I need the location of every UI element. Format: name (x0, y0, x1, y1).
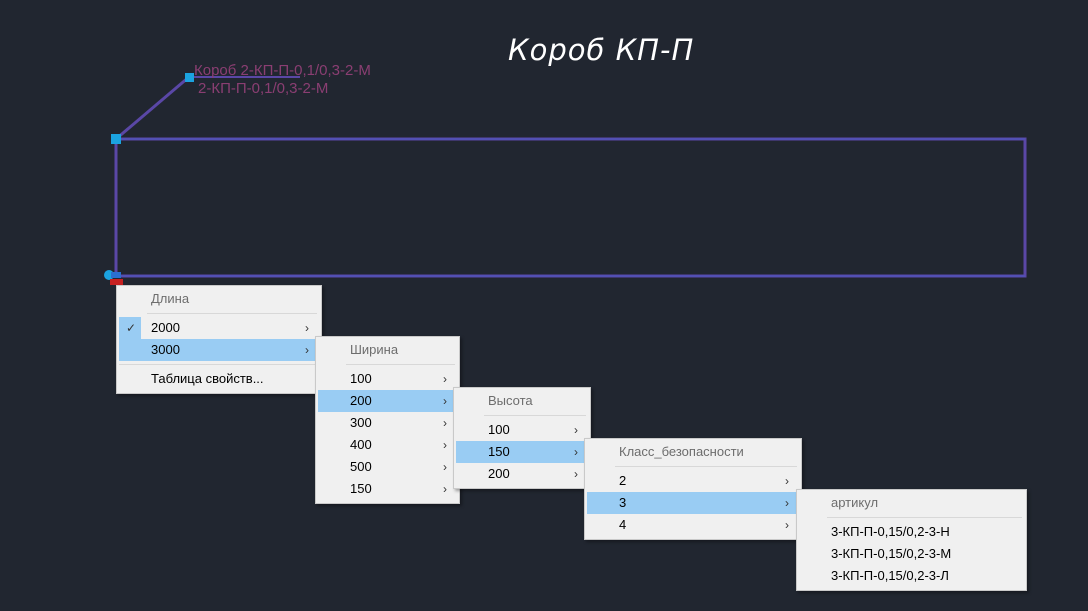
menu-item-label: 100 (350, 371, 372, 386)
chevron-right-icon: › (443, 460, 447, 474)
menu-item-label: 100 (488, 422, 510, 437)
menu-item-label: 150 (350, 481, 372, 496)
duct-outline[interactable] (114, 137, 1027, 278)
height-menu: Высота 100 › 150 › 200 › (453, 387, 591, 489)
safety-class-menu-header: Класс_безопасности (619, 444, 744, 459)
menu-item-label: Таблица свойств... (151, 371, 264, 386)
chevron-right-icon: › (443, 482, 447, 496)
menu-item-width-300[interactable]: 300 › (318, 412, 457, 434)
menu-item-length-2000[interactable]: ✓ 2000 › (119, 317, 319, 339)
menu-item-height-200[interactable]: 200 › (456, 463, 588, 485)
menu-item-class-2[interactable]: 2 › (587, 470, 799, 492)
menu-item-width-500[interactable]: 500 › (318, 456, 457, 478)
menu-item-properties-table[interactable]: Таблица свойств... (119, 368, 319, 390)
menu-item-label: 500 (350, 459, 372, 474)
article-menu: артикул 3-КП-П-0,15/0,2-3-Н 3-КП-П-0,15/… (796, 489, 1027, 591)
menu-separator (147, 313, 317, 314)
menu-item-class-3[interactable]: 3 › (587, 492, 799, 514)
chevron-right-icon: › (785, 496, 789, 510)
article-menu-header: артикул (831, 495, 879, 510)
grip-top-left[interactable] (111, 134, 121, 144)
menu-item-label: 4 (619, 517, 627, 532)
menu-item-height-150[interactable]: 150 › (456, 441, 588, 463)
chevron-right-icon: › (574, 467, 578, 481)
duct-label-line1: Короб 2-КП-П-0,1/0,3-2-М (194, 62, 371, 79)
grip-insertion[interactable] (111, 272, 121, 278)
chevron-right-icon: › (574, 445, 578, 459)
menu-item-label: 2 (619, 473, 627, 488)
menu-item-article-n[interactable]: 3-КП-П-0,15/0,2-3-Н (799, 521, 1024, 543)
menu-separator (484, 415, 586, 416)
safety-class-menu: Класс_безопасности 2 › 3 › 4 › (584, 438, 802, 540)
menu-item-label: 200 (488, 466, 510, 481)
lookup-arrow-icon[interactable] (110, 279, 123, 285)
menu-item-label: 3-КП-П-0,15/0,2-3-Н (831, 524, 950, 539)
menu-item-label: 2000 (151, 320, 180, 335)
menu-item-label: 3-КП-П-0,15/0,2-3-М (831, 546, 952, 561)
length-menu-header: Длина (151, 291, 190, 306)
menu-item-label: 200 (350, 393, 372, 408)
chevron-right-icon: › (785, 518, 789, 532)
chevron-right-icon: › (443, 416, 447, 430)
menu-item-label: 3-КП-П-0,15/0,2-3-Л (831, 568, 949, 583)
menu-item-article-m[interactable]: 3-КП-П-0,15/0,2-3-М (799, 543, 1024, 565)
menu-item-label: 150 (488, 444, 510, 459)
menu-item-class-4[interactable]: 4 › (587, 514, 799, 536)
menu-item-label: 300 (350, 415, 372, 430)
menu-item-width-150[interactable]: 150 › (318, 478, 457, 500)
chevron-right-icon: › (443, 394, 447, 408)
leader-line (115, 75, 190, 141)
menu-item-height-100[interactable]: 100 › (456, 419, 588, 441)
grip-leader[interactable] (185, 73, 194, 82)
check-background (119, 317, 141, 339)
menu-separator (615, 466, 797, 467)
chevron-right-icon: › (443, 372, 447, 386)
menu-item-width-400[interactable]: 400 › (318, 434, 457, 456)
menu-item-length-3000[interactable]: 3000 › (119, 339, 319, 361)
menu-item-label: 3000 (151, 342, 180, 357)
height-menu-header: Высота (488, 393, 533, 408)
width-menu-header: Ширина (350, 342, 399, 357)
menu-item-width-200[interactable]: 200 › (318, 390, 457, 412)
menu-item-label: 3 (619, 495, 627, 510)
menu-item-label: 400 (350, 437, 372, 452)
chevron-right-icon: › (574, 423, 578, 437)
duct-label-line2: 2-КП-П-0,1/0,3-2-М (198, 80, 329, 97)
drawing-title: Короб КП-П (508, 33, 695, 67)
length-menu: Длина ✓ 2000 › 3000 › Таблица свойств... (116, 285, 322, 394)
chevron-right-icon: › (305, 343, 309, 357)
menu-separator (346, 364, 455, 365)
menu-separator (827, 517, 1022, 518)
chevron-right-icon: › (305, 321, 309, 335)
menu-item-article-l[interactable]: 3-КП-П-0,15/0,2-3-Л (799, 565, 1024, 587)
chevron-right-icon: › (785, 474, 789, 488)
width-menu: Ширина 100 › 200 › 300 › 400 › 500 › 150… (315, 336, 460, 504)
menu-separator (119, 364, 319, 365)
check-icon: ✓ (126, 321, 137, 335)
chevron-right-icon: › (443, 438, 447, 452)
menu-item-width-100[interactable]: 100 › (318, 368, 457, 390)
